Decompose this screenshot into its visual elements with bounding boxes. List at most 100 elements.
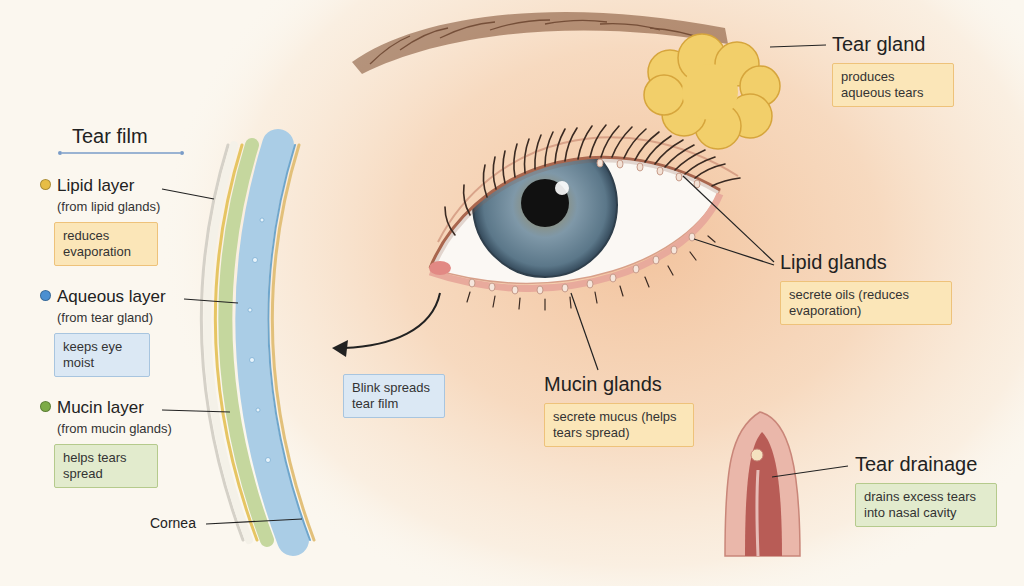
eyelash — [675, 150, 705, 170]
note-box: helps tears spread — [54, 444, 158, 488]
eyelash — [467, 292, 470, 302]
eyelash — [590, 125, 606, 157]
bubble — [253, 258, 258, 263]
eyelash — [655, 140, 683, 164]
note-text: Blink spreads tear film — [352, 380, 430, 411]
part-heading: Mucin layer — [40, 398, 172, 418]
drainage-duct — [725, 412, 800, 556]
tear-film-section — [201, 145, 314, 540]
box-row: secrete oils (reduces evaporation) — [780, 281, 952, 325]
eyeball — [430, 133, 720, 277]
gland-opening — [633, 265, 639, 273]
box-row: secrete mucus (helps tears spread) — [544, 403, 694, 447]
gland-opening — [676, 173, 682, 181]
brow-hair — [545, 20, 607, 24]
eyelash — [545, 132, 553, 166]
note-box: secrete mucus (helps tears spread) — [544, 403, 694, 447]
callout-group: Lipid glands secrete oils (reduces evapor… — [780, 250, 952, 325]
callout-group: Mucin glands secrete mucus (helps tears s… — [544, 372, 694, 447]
aqueous-edge — [268, 145, 310, 540]
eyelash — [544, 299, 545, 310]
box-row: reduces evaporation — [54, 222, 160, 266]
bubble — [260, 218, 264, 222]
underline-dot — [180, 151, 184, 155]
part-heading: Mucin glands — [544, 372, 694, 396]
bubble — [256, 408, 260, 412]
box-row: Blink spreads tear film — [343, 374, 445, 418]
lower-gland-openings — [469, 233, 695, 294]
callout-group: Blink spreads tear film — [343, 374, 445, 418]
note-text: reduces evaporation — [63, 228, 131, 259]
heading-text: Tear gland — [832, 33, 925, 55]
callout-group: Tear gland produces aqueous tears — [832, 32, 954, 107]
note-box: drains excess tears into nasal cavity — [855, 483, 997, 527]
gland-opening — [587, 280, 593, 288]
punctum — [751, 449, 763, 461]
gland-opening — [512, 286, 518, 294]
eyelash — [624, 129, 646, 158]
eyelash — [645, 136, 671, 162]
heading-text: Mucin layer — [57, 398, 144, 417]
box-row: helps tears spread — [54, 444, 172, 488]
eyelash — [503, 151, 505, 183]
note-box: produces aqueous tears — [832, 63, 954, 107]
cornea-line — [272, 145, 314, 540]
eyelash — [612, 127, 632, 157]
note-text: helps tears spread — [63, 450, 127, 481]
leader-line — [571, 293, 598, 370]
part-label: Cornea — [150, 515, 196, 532]
part-heading: Lipid glands — [780, 250, 952, 274]
callout-group: Aqueous layer(from tear gland)keeps eye … — [40, 287, 166, 377]
eyelash — [690, 252, 696, 260]
eyelash — [695, 164, 725, 178]
eyelash — [668, 266, 673, 275]
leader-line — [683, 176, 774, 262]
eyelash — [464, 185, 470, 215]
leader-line — [162, 410, 230, 412]
brow-hair — [490, 20, 550, 30]
note-box: secrete oils (reduces evaporation) — [780, 281, 952, 325]
gland-opening — [617, 160, 623, 168]
heading-text: Tear drainage — [855, 453, 977, 475]
box-row: drains excess tears into nasal cavity — [855, 483, 997, 527]
upper-gland-openings — [597, 159, 700, 188]
box-row: keeps eye moist — [54, 333, 166, 377]
eyelash — [565, 128, 577, 161]
leader-line — [694, 239, 774, 265]
leader-line — [772, 466, 848, 477]
eyelash — [514, 144, 517, 177]
eyelash — [595, 292, 597, 303]
eyelash — [483, 165, 487, 197]
note-text: produces aqueous tears — [841, 69, 923, 100]
eyelash — [712, 178, 740, 186]
brow-hair — [600, 24, 660, 30]
eye-highlight — [555, 181, 569, 195]
part-heading: Lipid layer — [40, 176, 160, 196]
part-heading: Tear drainage — [855, 452, 997, 476]
eyelash — [555, 129, 565, 163]
layer-dot — [40, 401, 51, 412]
note-text: secrete oils (reduces evaporation) — [789, 287, 909, 318]
drainage-canal — [745, 432, 782, 556]
gland-opening — [537, 286, 543, 294]
lower-lid-rim — [430, 194, 720, 289]
gland-opening — [671, 246, 677, 254]
gland-opening — [637, 163, 643, 171]
heading-underline — [62, 152, 180, 154]
lower-lashes — [467, 236, 715, 310]
gland-lobe — [682, 64, 738, 120]
eyelash — [525, 139, 530, 173]
eyelash — [519, 298, 520, 309]
part-heading: Aqueous layer — [40, 287, 166, 307]
box-row: produces aqueous tears — [832, 63, 954, 107]
tear-gland — [644, 34, 780, 149]
note-text: keeps eye moist — [63, 339, 122, 370]
lid-shadow — [430, 157, 720, 268]
gland-opening — [562, 284, 568, 292]
gland-opening — [489, 283, 495, 291]
eyelash — [645, 277, 649, 287]
eyelash — [493, 296, 495, 307]
gland-opening — [689, 233, 695, 241]
